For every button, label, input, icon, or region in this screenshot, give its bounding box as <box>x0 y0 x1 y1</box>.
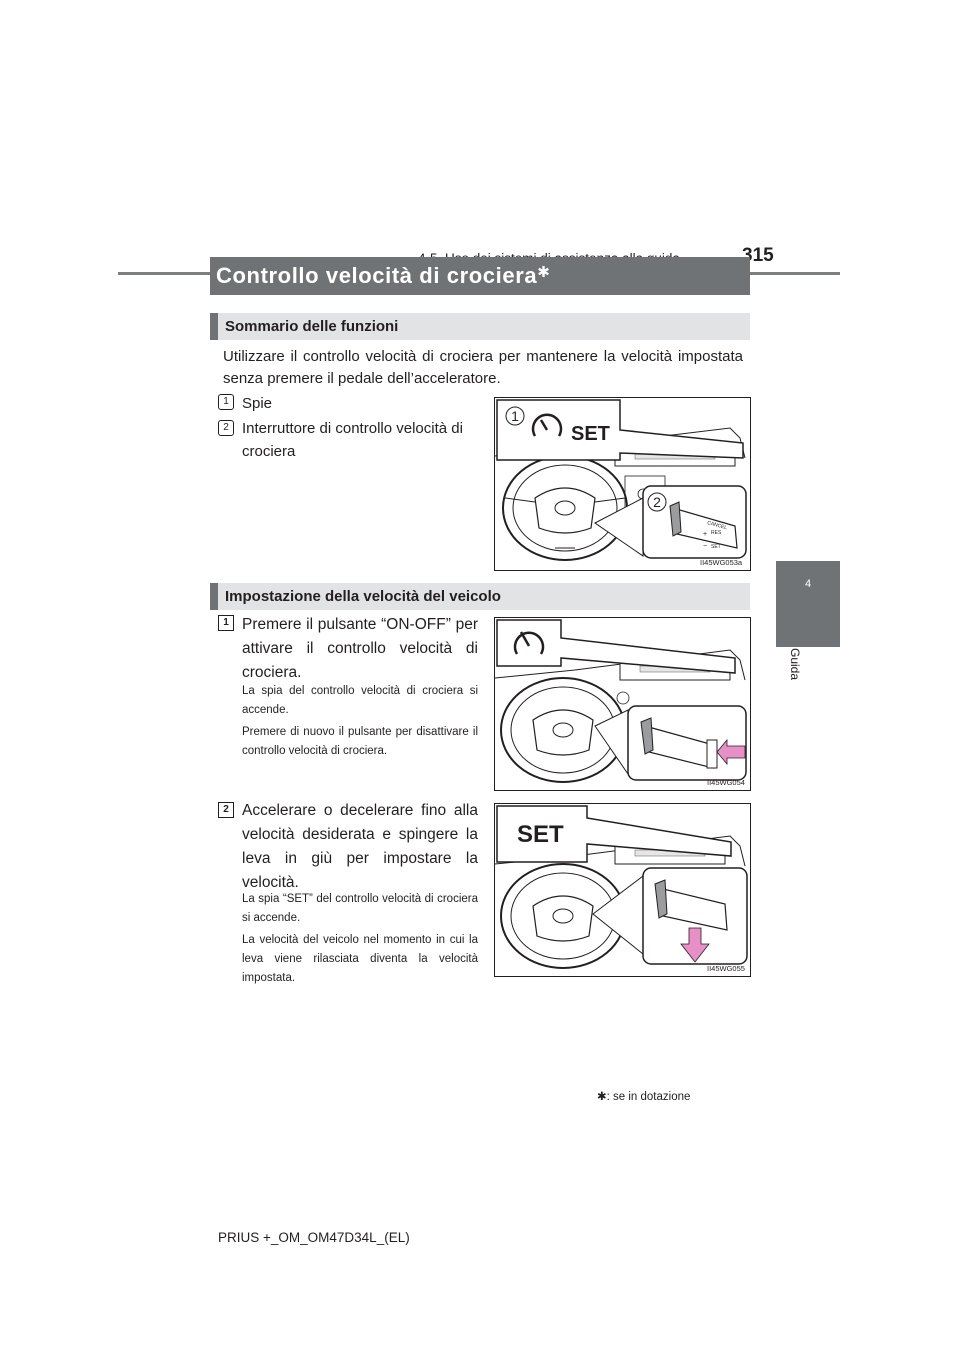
item-text-switch: Interruttore di controllo velocità di cr… <box>242 420 463 460</box>
footnote-asterisk: ✱ <box>597 1091 607 1103</box>
lever-res-label: RES <box>711 530 722 536</box>
figure-code-3: II45WG055 <box>707 964 745 973</box>
section-heading-edge-2 <box>210 583 218 610</box>
lever-minus-label: − <box>703 543 707 550</box>
lever-set-label: SET <box>711 544 721 550</box>
step-number-2: 2 <box>218 802 234 818</box>
illustration-on-off-button <box>495 619 747 783</box>
page-title-text: Controllo velocità di crociera <box>216 263 538 288</box>
chapter-tab <box>776 561 840 647</box>
footnote: ✱: se in dotazione <box>597 1089 690 1103</box>
section-heading-summary: Sommario delle funzioni <box>225 318 399 335</box>
figure-code-2: II45WG054 <box>707 778 745 787</box>
callout-1-label: 1 <box>511 408 519 424</box>
title-asterisk: ✱ <box>537 264 551 281</box>
display-set-label: SET <box>571 423 610 445</box>
section-heading-bar-2 <box>210 583 750 610</box>
step-number-1: 1 <box>218 615 234 631</box>
footnote-text: : se in dotazione <box>606 1091 691 1103</box>
display-set-label-2: SET <box>517 821 564 848</box>
illustration-set-lever: SET <box>495 805 748 969</box>
press-arrow-icon <box>716 738 746 766</box>
intro-paragraph: Utilizzare il controllo velocità di croc… <box>223 348 743 387</box>
section-heading-setting: Impostazione della velocità del veicolo <box>225 588 501 605</box>
figure-cruise-overview: 1 SET 2 CANCEL + RES − SET II45WG053a <box>494 397 751 571</box>
chapter-tab-number: 4 <box>804 578 812 590</box>
step-2-note-1: La spia “SET” del controllo velocità di … <box>242 893 478 924</box>
step-1-note-1: La spia del controllo velocità di crocie… <box>242 685 478 716</box>
title-bar <box>210 257 750 295</box>
section-heading-bar <box>210 313 750 340</box>
figure-on-off: II45WG054 <box>494 617 751 791</box>
item-number-1: 1 <box>218 394 234 410</box>
chapter-tab-label: Guida <box>788 648 802 681</box>
item-number-2: 2 <box>218 420 234 436</box>
figure-set: SET II45WG055 <box>494 803 751 977</box>
push-down-arrow-icon <box>680 927 710 963</box>
lever-plus-label: + <box>703 531 707 538</box>
step-1-note-2: Premere di nuovo il pulsante per disatti… <box>242 726 478 757</box>
section-heading-edge <box>210 313 218 340</box>
step-2-text: Accelerare o decelerare fino alla veloci… <box>242 802 478 891</box>
illustration-dashboard-overview: 1 SET 2 CANCEL + RES − SET <box>495 399 747 561</box>
page-title: Controllo velocità di crociera✱ <box>216 263 550 289</box>
step-1-text: Premere il pulsante “ON-OFF” per attivar… <box>242 616 478 681</box>
document-footer: PRIUS +_OM_OM47D34L_(EL) <box>218 1230 410 1245</box>
step-2-note-2: La velocità del veicolo nel momento in c… <box>242 934 478 984</box>
callout-2-label: 2 <box>653 494 661 510</box>
lever-cancel-label: CANCEL <box>706 520 727 531</box>
figure-code-1: II45WG053a <box>700 558 743 567</box>
item-text-indicators: Spie <box>242 395 273 412</box>
